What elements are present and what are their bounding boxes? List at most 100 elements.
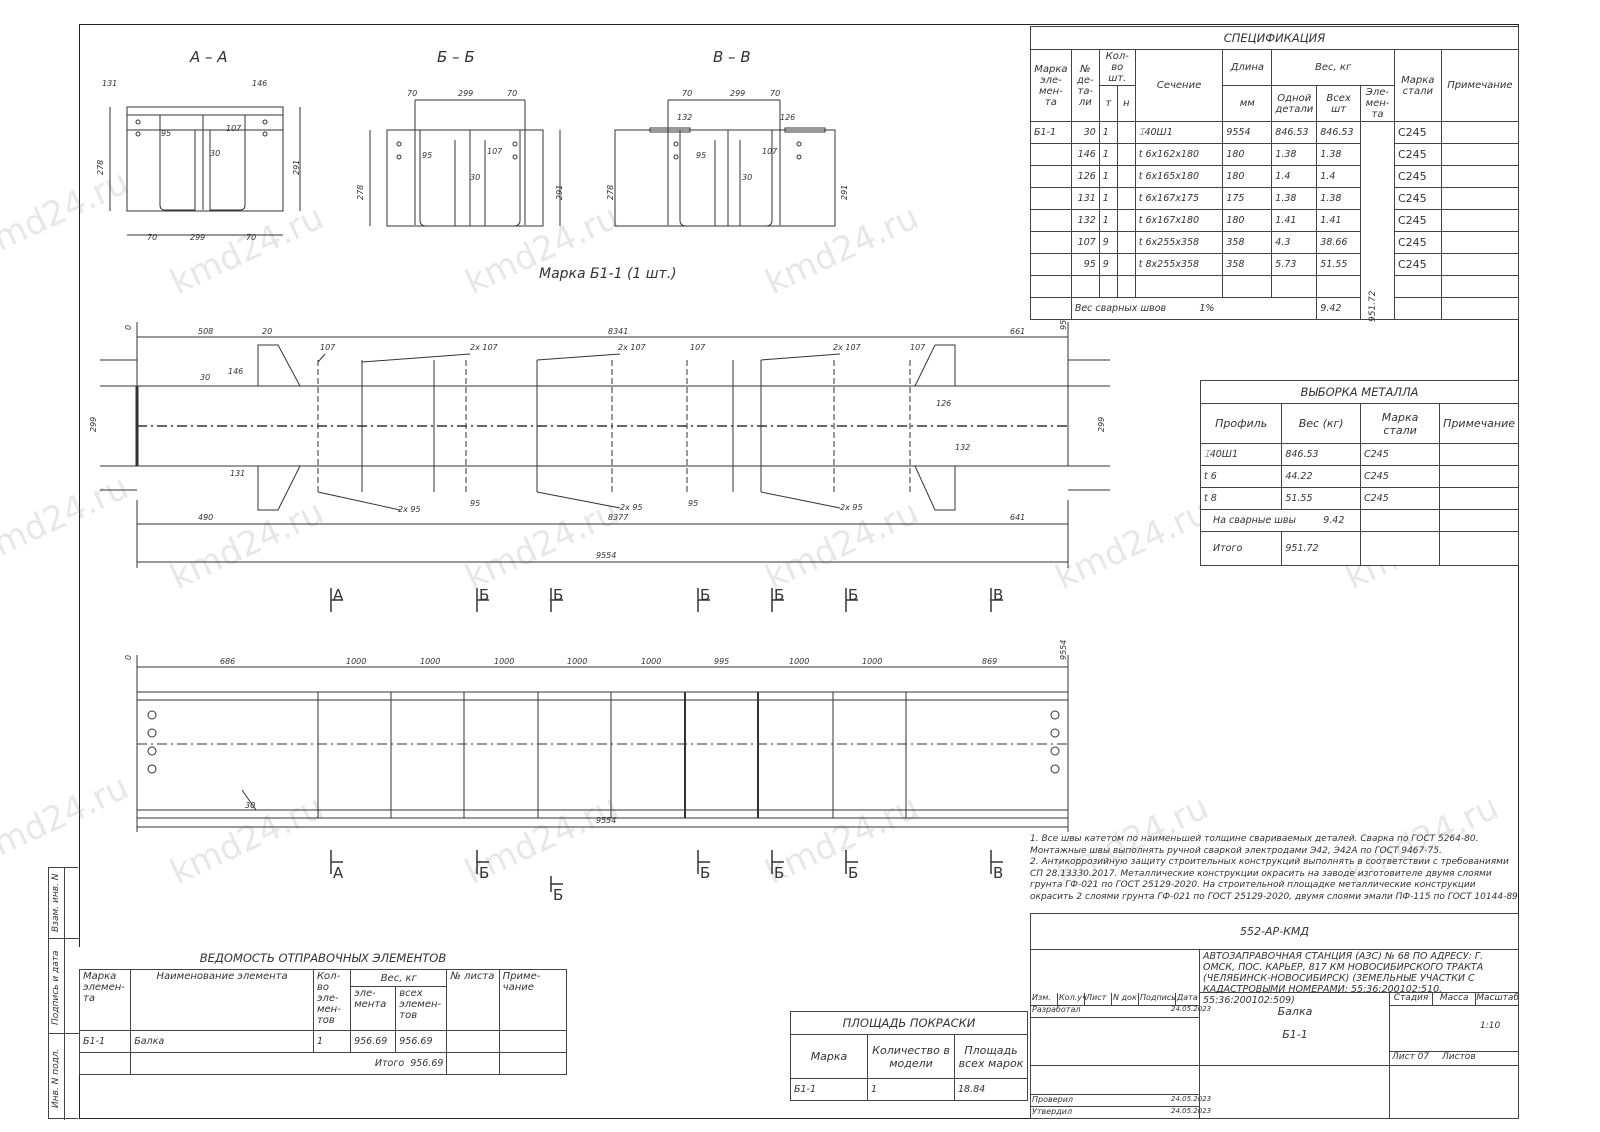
dim-plan-bottom: 490 (198, 513, 213, 522)
beam-plan-view (100, 322, 1110, 568)
callout: 107 (320, 343, 336, 352)
cut-mark-label: А (333, 864, 344, 882)
section-aa-drawing (109, 106, 301, 236)
callout: 95 (470, 499, 480, 508)
spec-header: т (1098, 85, 1118, 122)
metal-weld-row: На сварные швы 9.42 (1200, 509, 1519, 532)
dim-bb: 299 (458, 89, 473, 98)
callout: 132 (955, 443, 970, 452)
stamp-columns: Изм. Кол.уч Лист N док Подпись Дата (1031, 993, 1199, 1006)
spec-row (1030, 275, 1520, 298)
spec-header: Марка эле- мен- та (1030, 49, 1072, 122)
shipping-header: Вес, кг (350, 969, 448, 987)
dim-bb: 291 (555, 185, 564, 200)
cut-mark-label: Б (479, 586, 489, 604)
spec-header: Марка стали (1393, 49, 1442, 122)
dim-elev: 686 (220, 657, 235, 666)
beam-elevation-view (136, 655, 1069, 832)
cut-mark-label: В (993, 586, 1003, 604)
dim-elev: 1000 (567, 657, 587, 666)
section-title-aa: А – А (189, 48, 228, 66)
dim-bb: 95 (422, 151, 432, 160)
spec-header: Эле- мен- та (1360, 85, 1395, 122)
side-strip (48, 867, 79, 1120)
dim-plan-top: 8341 (608, 327, 628, 336)
title-block: 552-АР-КМД АВТОЗАПРАВОЧНАЯ СТАНЦИЯ (АЗС)… (1030, 913, 1519, 1119)
metal-header: Профиль (1199, 403, 1283, 444)
dim-plan-top: 20 (262, 327, 272, 336)
paint-header: Количество в модели (867, 1034, 955, 1079)
callout: 107 (910, 343, 926, 352)
spec-weld-row: Вес сварных швов 1%9.42 (1030, 297, 1520, 320)
dim-elev: 9554 (1059, 640, 1068, 660)
approved-row: Утвердил 24.05.2023 (1031, 1106, 1211, 1119)
section-title-bb: Б – Б (437, 48, 475, 66)
dim-aa: 131 (102, 79, 117, 88)
dim-elev: 1000 (789, 657, 809, 666)
spec-header: н (1116, 85, 1136, 122)
dim-aa: 291 (292, 160, 301, 175)
callout: 2х 107 (618, 343, 647, 352)
developed-row: Разработал 24.05.2023 (1031, 1005, 1211, 1018)
cut-mark-label: Б (774, 586, 784, 604)
dim-plan-top: 508 (198, 327, 213, 336)
cut-mark-label: Б (479, 864, 489, 882)
spec-header: Вес, кг (1271, 49, 1395, 86)
callout: 131 (230, 469, 245, 478)
dim-bb: 107 (487, 147, 503, 156)
dim-bb: 70 (407, 89, 417, 98)
metal-title: ВЫБОРКА МЕТАЛЛА (1200, 380, 1519, 404)
drawing-frame (79, 24, 1519, 1119)
spec-elem-total: 951.72 (1368, 290, 1379, 323)
mark-caption: Марка Б1-1 (1 шт.) (539, 266, 677, 282)
dim-plan-bottom: 641 (1010, 513, 1025, 522)
dim-elev: 995 (714, 657, 729, 666)
dim-vv: 95 (696, 151, 706, 160)
dim-plan-top: 661 (1010, 327, 1025, 336)
dim-elev: 1000 (862, 657, 882, 666)
project-title: АВТОЗАПРАВОЧНАЯ СТАНЦИЯ (АЗС) № 68 ПО АД… (1199, 949, 1518, 1006)
dim-plan-bottom: 8377 (608, 513, 629, 522)
dim-aa: 146 (252, 79, 267, 88)
shipping-table: ВЕДОМОСТЬ ОТПРАВОЧНЫХ ЭЛЕМЕНТОВ Марка эл… (78, 947, 568, 1075)
dim-plan-total: 9554 (596, 551, 616, 560)
paint-header: Марка (790, 1034, 868, 1079)
dim-aa: 278 (96, 160, 105, 175)
dim-vv: 126 (780, 113, 795, 122)
dim-vv: 70 (682, 89, 692, 98)
dim-vv: 30 (742, 173, 752, 182)
note-item: 1. Все швы катетом по наименьшей толщине… (1030, 834, 1479, 856)
dim-elev: 1000 (494, 657, 514, 666)
dim-aa: 95 (161, 129, 171, 138)
callout: 30 (200, 373, 210, 382)
paint-header: Площадь всех марок (954, 1034, 1028, 1079)
dim-vv: 299 (730, 89, 745, 98)
side-sign-date: Подпись и дата (51, 950, 61, 1025)
dim-aa: 30 (210, 149, 220, 158)
side-inv-orig: Инв. N подл. (51, 1048, 61, 1108)
shipping-header: всех элемен- тов (395, 986, 448, 1031)
dim-plan-right: 299 (1097, 417, 1106, 432)
shipping-title: ВЕДОМОСТЬ ОТПРАВОЧНЫХ ЭЛЕМЕНТОВ (79, 947, 567, 970)
cut-mark-label: Б (774, 864, 784, 882)
dim-elev: 1000 (641, 657, 661, 666)
spec-title: СПЕЦИФИКАЦИЯ (1030, 26, 1519, 50)
callout: 2х 95 (840, 503, 863, 512)
dim-aa: 107 (226, 124, 242, 133)
shipping-header: Кол-во эле- мен- тов (312, 969, 352, 1031)
spec-header: Примечание (1440, 49, 1520, 122)
cut-mark-label: Б (700, 586, 710, 604)
side-inv-repl: Взам. инв. N (51, 873, 61, 932)
note-item: 2. Антикоррозийную защиту строительных к… (1030, 857, 1518, 902)
cut-mark-label: А (333, 586, 344, 604)
shipping-header: эле- мента (350, 986, 397, 1031)
dim-vv: 291 (840, 185, 849, 200)
